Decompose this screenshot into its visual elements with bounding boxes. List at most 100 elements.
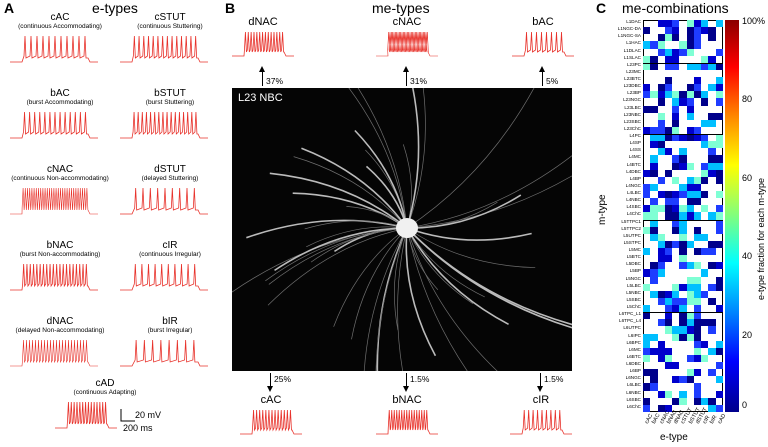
mtype-label: L5STPC [623,239,641,245]
etype-desc: (continuous Non-accommodating) [11,175,109,182]
heatmap-cell [715,84,723,92]
heatmap-cell [679,98,687,106]
heatmap-cell [657,404,665,412]
heatmap-cell [693,347,702,355]
mtype-label: L5TTPC2 [621,225,641,231]
heatmap-cell [664,390,673,398]
heatmap-cell [693,126,702,135]
heatmap-cell [715,20,723,28]
heatmap-cell [715,305,723,313]
etype-name: cAC [50,12,70,23]
heatmap-cell [657,255,665,263]
neurite [406,194,522,229]
heatmap-cell [686,183,694,192]
heatmap-cell [657,269,665,277]
heatmap-cell [650,162,658,170]
neurite [333,227,408,327]
heatmap-cell [708,347,716,355]
heatmap-cell [664,48,673,56]
metype-bottom-item: cIR [510,394,572,440]
heatmap-cell [664,62,673,70]
heatmap-cell [708,155,716,163]
arrow-up-head [403,66,409,72]
heatmap-cell [708,119,716,127]
arrow-up-head [259,66,265,72]
heatmap-cell [657,41,665,49]
etype-trace [120,187,208,215]
neurite [363,227,408,371]
heatmap-cell [693,326,702,334]
heatmap-cell [643,27,651,35]
etype-desc: (burst Stuttering) [145,99,195,106]
colorbar-tick: 100% [742,16,766,26]
heatmap-cell [657,340,665,348]
heatmap-cell [650,134,658,142]
heatmap-cell [672,290,680,298]
heatmap-cell [701,176,709,184]
mtype-label: L1HAC [626,40,641,46]
etype-cell: bNAC(burst Non-accommodating) [10,240,110,296]
heatmap-cell [650,262,658,270]
heatmap-cell [657,134,665,142]
heatmap-cell [693,369,702,377]
heatmap-cell [643,191,651,199]
heatmap-cell [643,347,651,355]
mtype-label: L23LBC [624,104,641,110]
mtype-label: L5BTC [626,254,641,260]
neurite [406,227,532,241]
heatmap-cell [679,162,687,170]
heatmap-cell [664,362,673,370]
heatmap-cell [708,262,716,270]
heatmap-cell [715,276,723,284]
heatmap-cell [715,112,723,120]
heatmap-cell [701,62,709,70]
mtype-label: L6BTC [626,353,641,359]
heatmap-cell [701,319,709,327]
mtype-label: L6NGC [625,375,641,381]
heatmap-cell [672,98,680,106]
heatmap-cell [686,376,694,384]
heatmap-cell [693,354,702,363]
heatmap-cell [679,326,687,334]
heatmap-cell [715,262,723,270]
heatmap-cell [715,169,723,177]
heatmap-cell [679,297,687,306]
heatmap-cell [679,148,687,156]
heatmap-cell [686,126,694,135]
heatmap-cell [715,77,723,85]
metype-name: bAC [532,16,554,28]
heatmap-cell [693,62,702,70]
heatmap-cell [693,226,702,234]
mtype-label: L4ChC [626,211,641,217]
heatmap-cell [650,212,658,220]
heatmap-cell [701,91,709,99]
heatmap-cell [664,169,673,177]
heatmap-cell [672,305,680,313]
etype-column-label: cAD [716,413,728,425]
panel-c-title: me-combinations [622,0,729,16]
heatmap-cell [664,20,673,28]
mtype-label: L6BPC [626,339,641,345]
heatmap-cell [664,205,673,213]
heatmap-cell [693,176,702,184]
heatmap-cell [643,248,651,256]
heatmap-cell [701,134,709,142]
heatmap-cell [672,283,680,291]
colorbar-tick: 60 [742,172,753,183]
heatmap-cell [701,191,709,199]
etype-desc: (delayed Non-accommodating) [15,327,105,334]
neurite [274,227,408,272]
mtype-label: L5ChC [626,304,641,310]
heatmap-cell [715,226,723,234]
metype-bottom-item: bNAC [376,394,438,440]
heatmap-cell [643,126,651,135]
metype-name: dNAC [248,16,278,28]
heatmap-cell [664,255,673,263]
heatmap-cell [650,183,658,192]
colorbar-tick: 20 [742,329,753,340]
mtype-label: L5LBC [626,282,641,288]
heatmap-cell [686,198,694,206]
heatmap-cell [657,290,665,298]
heatmap-cell [650,219,658,227]
heatmap-cell [686,191,694,199]
